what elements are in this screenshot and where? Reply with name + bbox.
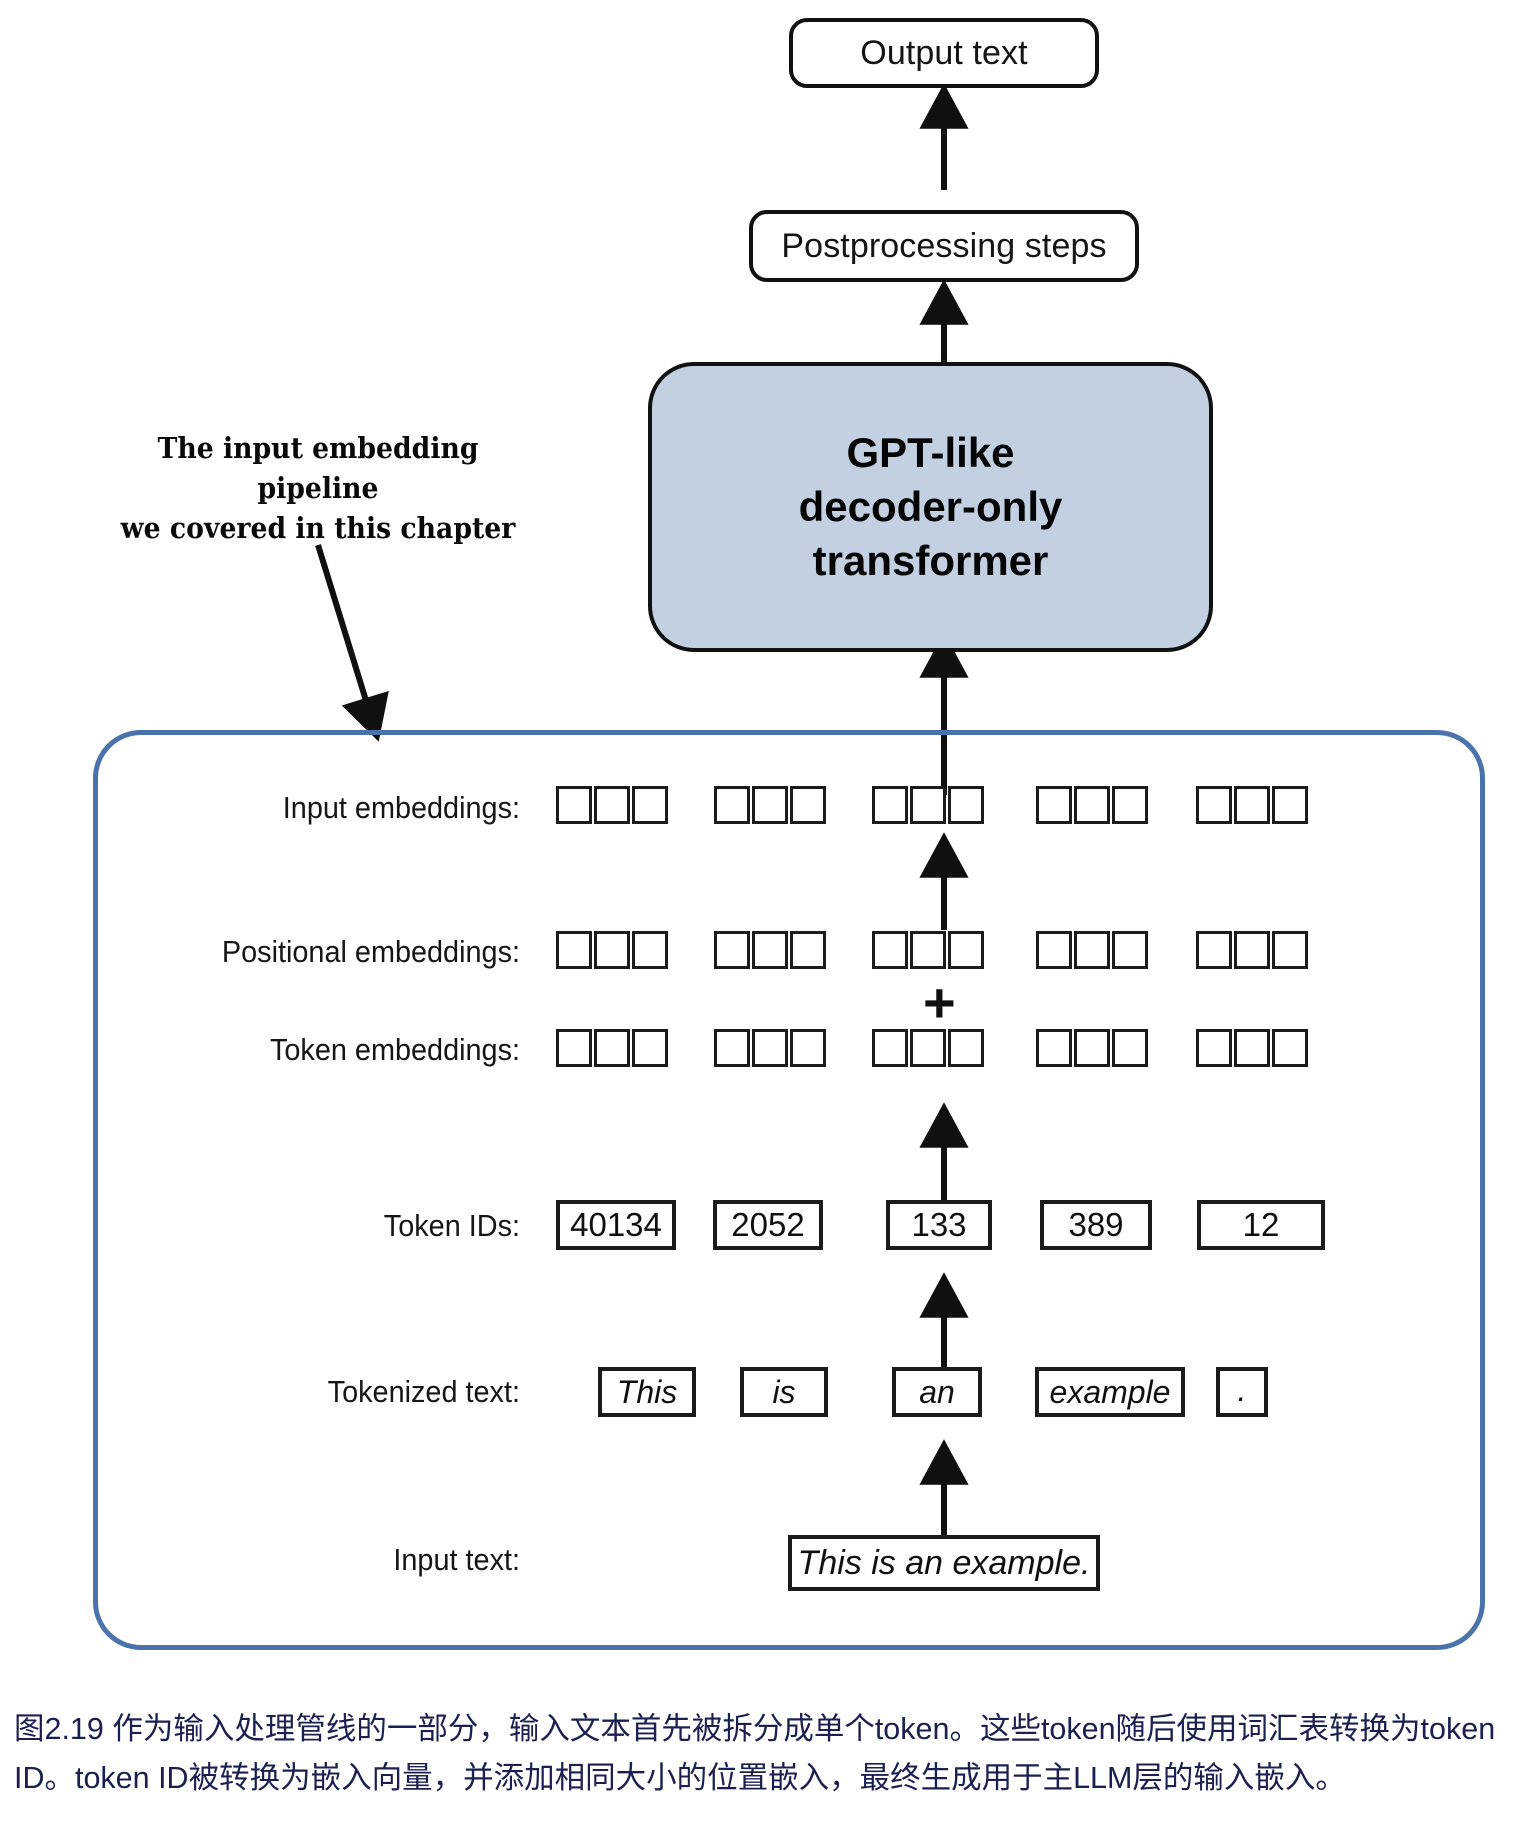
embedding-cell xyxy=(556,786,592,824)
token-embedding-group-4 xyxy=(1036,1029,1148,1067)
token-embedding-group-3 xyxy=(872,1029,984,1067)
input-embedding-group-2 xyxy=(714,786,826,824)
pipeline-annotation: The input embedding pipeline we covered … xyxy=(120,431,516,546)
token-box-4[interactable]: example xyxy=(1035,1367,1185,1417)
token-id-box-5[interactable]: 12 xyxy=(1197,1200,1325,1250)
embedding-cell xyxy=(872,931,908,969)
embedding-cell xyxy=(910,786,946,824)
embedding-cell xyxy=(594,931,630,969)
embedding-cell xyxy=(872,786,908,824)
positional-embedding-group-3 xyxy=(872,931,984,969)
postprocessing-box[interactable]: Postprocessing steps xyxy=(749,210,1139,282)
embedding-cell xyxy=(1036,1029,1072,1067)
embedding-cell xyxy=(556,1029,592,1067)
token-id-box-4[interactable]: 389 xyxy=(1040,1200,1152,1250)
embedding-cell xyxy=(948,1029,984,1067)
embedding-cell xyxy=(752,1029,788,1067)
token-embedding-group-1 xyxy=(556,1029,668,1067)
input-text-label: Input text: xyxy=(393,1542,520,1577)
embedding-cell xyxy=(1074,786,1110,824)
token-ids-label: Token IDs: xyxy=(383,1208,520,1243)
embedding-cell xyxy=(714,1029,750,1067)
embedding-cell xyxy=(1036,786,1072,824)
token-value: . xyxy=(1237,1372,1247,1408)
token-id-value: 40134 xyxy=(570,1206,662,1243)
output-text-box[interactable]: Output text xyxy=(789,18,1099,88)
token-embedding-group-5 xyxy=(1196,1029,1308,1067)
embedding-cell xyxy=(1074,1029,1110,1067)
embedding-cell xyxy=(790,786,826,824)
embedding-cell xyxy=(752,786,788,824)
token-id-box-2[interactable]: 2052 xyxy=(713,1200,823,1250)
input-embedding-pipeline-frame xyxy=(93,730,1485,1650)
embedding-cell xyxy=(752,931,788,969)
embedding-cell xyxy=(1036,931,1072,969)
embedding-cell xyxy=(1234,1029,1270,1067)
token-embeddings-label: Token embeddings: xyxy=(269,1032,520,1067)
embedding-cell xyxy=(910,1029,946,1067)
input-embedding-group-5 xyxy=(1196,786,1308,824)
embedding-cell xyxy=(1234,786,1270,824)
arrow-annotation-pointer xyxy=(315,544,389,742)
embedding-cell xyxy=(1272,786,1308,824)
embedding-cell xyxy=(1234,931,1270,969)
token-value: This xyxy=(616,1373,678,1410)
gpt-decoder-box[interactable]: GPT-like decoder-only transformer xyxy=(648,362,1213,652)
token-id-value: 389 xyxy=(1068,1206,1124,1243)
positional-embedding-group-4 xyxy=(1036,931,1148,969)
embedding-cell xyxy=(872,1029,908,1067)
embedding-cell xyxy=(594,1029,630,1067)
token-id-box-3[interactable]: 133 xyxy=(886,1200,992,1250)
token-id-value: 12 xyxy=(1242,1206,1280,1243)
token-embedding-group-2 xyxy=(714,1029,826,1067)
token-value: example xyxy=(1049,1373,1171,1410)
embedding-cell xyxy=(948,931,984,969)
token-id-value: 133 xyxy=(911,1206,967,1243)
token-box-1[interactable]: This xyxy=(598,1367,696,1417)
gpt-decoder-label: GPT-like decoder-only transformer xyxy=(798,429,1063,584)
embedding-cell xyxy=(714,931,750,969)
embedding-cell xyxy=(632,1029,668,1067)
embedding-cell xyxy=(1196,786,1232,824)
input-embedding-group-1 xyxy=(556,786,668,824)
input-embedding-group-3 xyxy=(872,786,984,824)
positional-embedding-group-1 xyxy=(556,931,668,969)
positional-embedding-group-5 xyxy=(1196,931,1308,969)
embedding-cell xyxy=(594,786,630,824)
input-embeddings-label: Input embeddings: xyxy=(282,790,520,825)
embedding-cell xyxy=(632,786,668,824)
token-box-5[interactable]: . xyxy=(1216,1367,1268,1417)
input-text-box[interactable]: This is an example. xyxy=(788,1535,1100,1591)
token-box-3[interactable]: an xyxy=(892,1367,982,1417)
input-text-value: This is an example. xyxy=(797,1543,1091,1582)
output-text-label: Output text xyxy=(860,33,1028,72)
embedding-cell xyxy=(1196,931,1232,969)
plus-sign: + xyxy=(923,971,956,1034)
token-value: is xyxy=(772,1373,796,1410)
embedding-cell xyxy=(910,931,946,969)
embedding-cell xyxy=(1112,931,1148,969)
tokenized-text-label: Tokenized text: xyxy=(327,1374,520,1409)
token-id-box-1[interactable]: 40134 xyxy=(556,1200,676,1250)
embedding-cell xyxy=(556,931,592,969)
positional-embeddings-label: Positional embeddings: xyxy=(221,934,520,969)
embedding-cell xyxy=(1112,786,1148,824)
embedding-cell xyxy=(790,931,826,969)
embedding-cell xyxy=(790,1029,826,1067)
embedding-cell xyxy=(632,931,668,969)
embedding-cell xyxy=(1196,1029,1232,1067)
token-id-value: 2052 xyxy=(731,1206,805,1243)
token-box-2[interactable]: is xyxy=(740,1367,828,1417)
embedding-cell xyxy=(1074,931,1110,969)
figure-caption: 图2.19 作为输入处理管线的一部分，输入文本首先被拆分成单个token。这些t… xyxy=(14,1712,1496,1796)
embedding-cell xyxy=(714,786,750,824)
input-embedding-group-4 xyxy=(1036,786,1148,824)
embedding-cell xyxy=(1112,1029,1148,1067)
postprocessing-label: Postprocessing steps xyxy=(781,226,1107,265)
embedding-cell xyxy=(948,786,984,824)
embedding-cell xyxy=(1272,1029,1308,1067)
embedding-cell xyxy=(1272,931,1308,969)
positional-embedding-group-2 xyxy=(714,931,826,969)
token-value: an xyxy=(919,1373,955,1410)
